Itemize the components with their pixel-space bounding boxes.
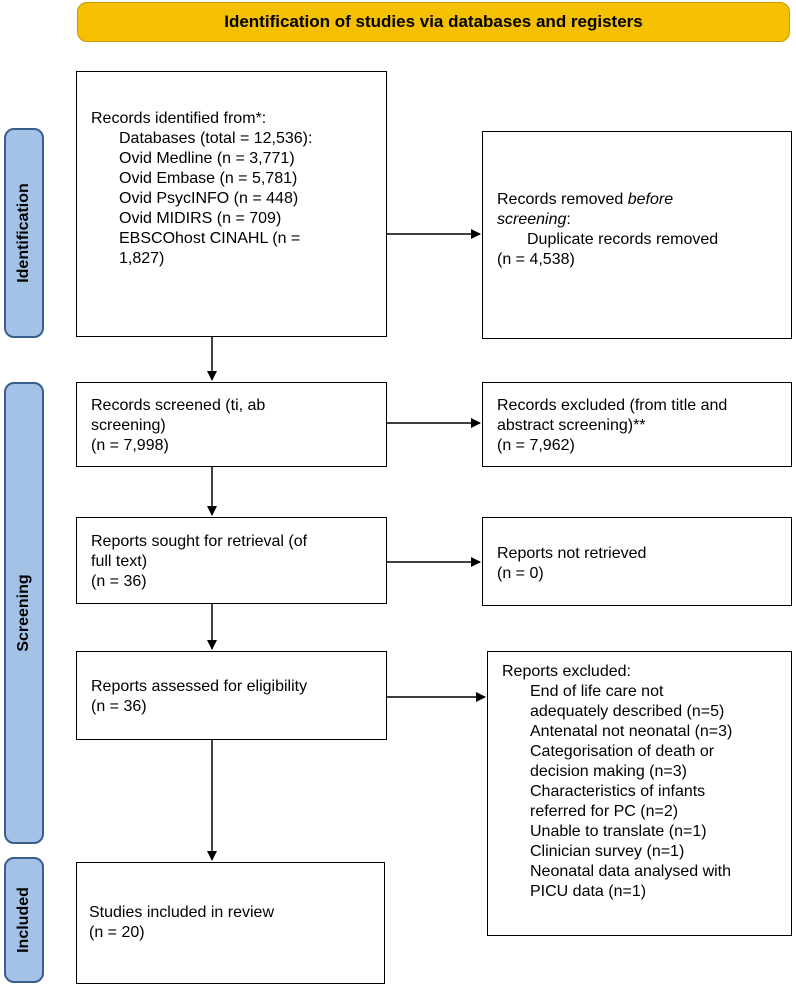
records-removed-line2: screening: [497,211,571,228]
database-item: Ovid MIDIRS (n = 709) [119,210,282,227]
reports-excluded-title: Reports excluded: [502,663,631,680]
exclusion-reason: Clinician survey (n=1) [530,843,685,860]
exclusion-reason: Neonatal data analysed with [530,863,732,880]
exclusion-reason: referred for PC (n=2) [530,803,679,820]
records-removed-line1: Records removed before [497,191,674,208]
studies-included-box: Studies included in review (n = 20) [76,862,385,984]
box-text-line: Reports not retrieved [497,545,647,562]
box-text-line: Reports sought for retrieval (of [91,533,308,550]
box-text-line: full text) [91,553,148,570]
database-item: Ovid Medline (n = 3,771) [119,150,295,167]
exclusion-reason: PICU data (n=1) [530,883,647,900]
box-text-line: (n = 7,962) [497,437,575,454]
records-screened-box: Records screened (ti, ab screening) (n =… [76,382,387,467]
database-item: 1,827) [119,250,165,267]
database-item: EBSCOhost CINAHL (n = [119,230,301,247]
box-text-line: abstract screening)** [497,417,646,434]
duplicates-count: (n = 4,538) [497,251,575,268]
box-text-line: Studies included in review [89,904,274,921]
box-text-line: Reports assessed for eligibility [91,678,308,695]
box-text-line: (n = 20) [89,924,145,941]
records-removed-box: Records removed before screening: Duplic… [482,131,792,339]
phase-identification: Identification [4,128,44,338]
exclusion-reason: Unable to translate (n=1) [530,823,707,840]
exclusion-reason: decision making (n=3) [530,763,687,780]
duplicates-label: Duplicate records removed [527,231,719,248]
box-text-line: screening) [91,417,166,434]
phase-screening: Screening [4,382,44,844]
box-text-line: (n = 36) [91,698,147,715]
reports-sought-box: Reports sought for retrieval (of full te… [76,517,387,604]
records-excluded-box: Records excluded (from title and abstrac… [482,382,792,467]
box-text-line: (n = 7,998) [91,437,169,454]
records-identified-box: Records identified from*: Databases (tot… [76,71,387,337]
reports-not-retrieved-box: Reports not retrieved (n = 0) [482,517,792,606]
box-text-line: (n = 36) [91,573,147,590]
reports-assessed-box: Reports assessed for eligibility (n = 36… [76,651,387,740]
database-item: Ovid PsycINFO (n = 448) [119,190,299,207]
header-title: Identification of studies via databases … [224,12,643,31]
box-text-line: Records excluded (from title and [497,397,728,414]
phase-included: Included [4,857,44,983]
box-text-line: (n = 0) [497,565,544,582]
header-banner: Identification of studies via databases … [77,2,790,42]
box-text-line: Records screened (ti, ab [91,397,266,414]
databases-total: Databases (total = 12,536): [119,130,313,147]
exclusion-reason: End of life care not [530,683,664,700]
exclusion-reason: Antenatal not neonatal (n=3) [530,723,733,740]
exclusion-reason: Characteristics of infants [530,783,706,800]
exclusion-reason: adequately described (n=5) [530,703,725,720]
records-identified-title: Records identified from*: [91,110,267,127]
exclusion-reason: Categorisation of death or [530,743,715,760]
database-item: Ovid Embase (n = 5,781) [119,170,298,187]
reports-excluded-box: Reports excluded: End of life care not a… [487,651,792,936]
